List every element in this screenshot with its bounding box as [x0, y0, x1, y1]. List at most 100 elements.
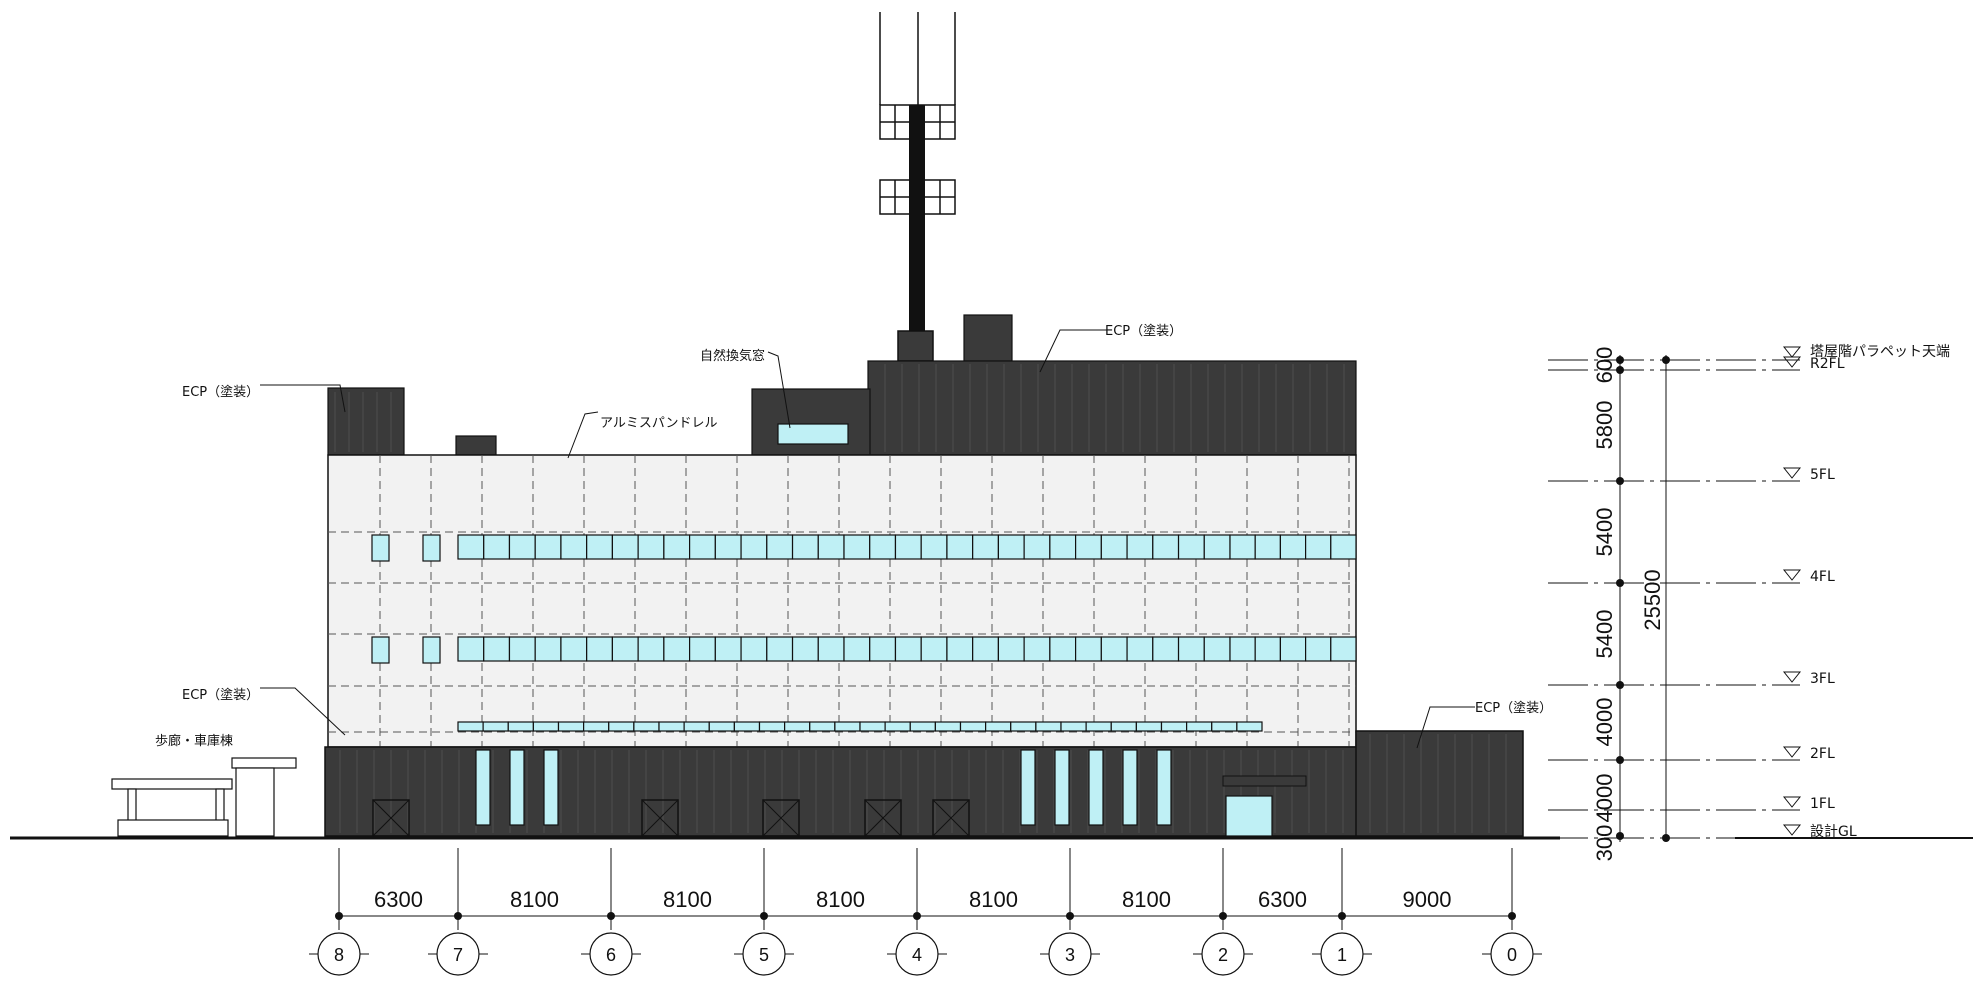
window-pane	[791, 534, 819, 560]
total-height-label: 25500	[1640, 569, 1665, 630]
window-pane	[532, 721, 560, 732]
window-pane	[1203, 534, 1231, 560]
grid-label: 1	[1337, 945, 1347, 965]
window-pane	[1152, 636, 1180, 662]
level-label: R2FL	[1810, 356, 1845, 372]
dimension-tick	[913, 912, 921, 920]
span-label: 6300	[1258, 887, 1307, 912]
window-pane	[637, 636, 665, 662]
vertical-dim-label: 4000	[1592, 698, 1617, 747]
ribbon-windows	[371, 423, 1357, 732]
window-pane	[920, 636, 948, 662]
window-pane	[688, 534, 716, 560]
level-marker	[1782, 569, 1802, 581]
level-marker	[1782, 746, 1802, 758]
window-pane	[560, 636, 588, 662]
window-pane	[508, 636, 536, 662]
window-pane	[859, 721, 886, 732]
small-window	[371, 534, 390, 562]
grid-label: 4	[912, 945, 922, 965]
dimension-tick	[1508, 912, 1516, 920]
door	[372, 799, 410, 837]
vertical-dim-label: 600	[1592, 347, 1617, 384]
window-pane	[507, 721, 534, 732]
window-pane	[1330, 636, 1357, 662]
grid-label: 5	[759, 945, 769, 965]
window-pane	[1074, 534, 1102, 560]
label-ecp-top-right: ECP（塗装）	[1105, 323, 1182, 339]
level-label: 5FL	[1810, 467, 1835, 483]
window-pane	[791, 636, 819, 662]
window-pane	[884, 721, 911, 732]
window-pane	[1010, 721, 1037, 732]
door	[641, 799, 679, 837]
penthouse-hatching	[334, 364, 1345, 452]
window-pane	[920, 534, 948, 560]
span-label: 9000	[1403, 887, 1452, 912]
window-pane	[534, 534, 562, 560]
door	[762, 799, 800, 837]
window-pane	[557, 721, 585, 732]
window-pane	[658, 721, 685, 732]
leaders	[260, 329, 1475, 749]
span-label: 8100	[816, 887, 865, 912]
level-label: 4FL	[1810, 569, 1835, 585]
window-pane	[637, 534, 665, 560]
window-pane	[740, 534, 768, 560]
span-label: 6300	[374, 887, 423, 912]
grid-label: 8	[334, 945, 344, 965]
annex-wall	[1355, 730, 1524, 837]
vertical-dim-label: 5400	[1592, 610, 1617, 659]
window-pane	[1100, 636, 1128, 662]
window-pane	[483, 534, 511, 560]
dimension-tick	[1616, 681, 1624, 689]
window-pane	[1279, 636, 1307, 662]
window-pane	[959, 721, 987, 732]
vertical-dim-label: 5400	[1592, 508, 1617, 557]
window-pane	[1254, 636, 1281, 662]
window-pane	[1135, 721, 1163, 732]
window-pane	[688, 636, 716, 662]
level-marker	[1782, 346, 1802, 358]
window-pane	[740, 636, 768, 662]
tall-window	[475, 749, 491, 826]
span-label: 8100	[663, 887, 712, 912]
span-label: 8100	[510, 887, 559, 912]
window-pane	[583, 721, 610, 732]
vent-window	[777, 423, 849, 445]
window-pane	[946, 534, 974, 560]
window-pane	[1229, 534, 1256, 560]
window-pane	[843, 534, 871, 560]
tall-window	[1156, 749, 1172, 826]
small-window	[422, 636, 441, 664]
grid-label: 6	[606, 945, 616, 965]
grid-label: 3	[1065, 945, 1075, 965]
main-wall	[327, 454, 1357, 748]
antenna-tower	[879, 12, 956, 362]
tall-window	[1054, 749, 1070, 826]
window-pane	[843, 636, 871, 662]
window-pane	[946, 636, 974, 662]
window-pane	[817, 636, 845, 662]
level-marks: 塔屋階パラペット天端R2FL5FL4FL3FL2FL1FL設計GL6005800…	[1548, 344, 1950, 861]
dimension-tick	[1616, 832, 1624, 840]
tall-window	[543, 749, 559, 826]
window-pane	[663, 636, 691, 662]
door	[932, 799, 970, 837]
dimension-tick	[454, 912, 462, 920]
window-pane	[708, 721, 735, 732]
window-pane	[633, 721, 660, 732]
walkway-canopy	[111, 757, 297, 837]
window-pane	[909, 721, 936, 732]
window-pane	[608, 721, 635, 732]
window-pane	[972, 534, 1000, 560]
small-window	[422, 534, 441, 562]
window-pane	[733, 721, 761, 732]
window-pane	[1035, 721, 1062, 732]
level-label: 塔屋階パラペット天端	[1810, 344, 1950, 360]
dimension-tick	[1338, 912, 1346, 920]
window-pane	[894, 534, 922, 560]
window-pane	[1100, 534, 1128, 560]
